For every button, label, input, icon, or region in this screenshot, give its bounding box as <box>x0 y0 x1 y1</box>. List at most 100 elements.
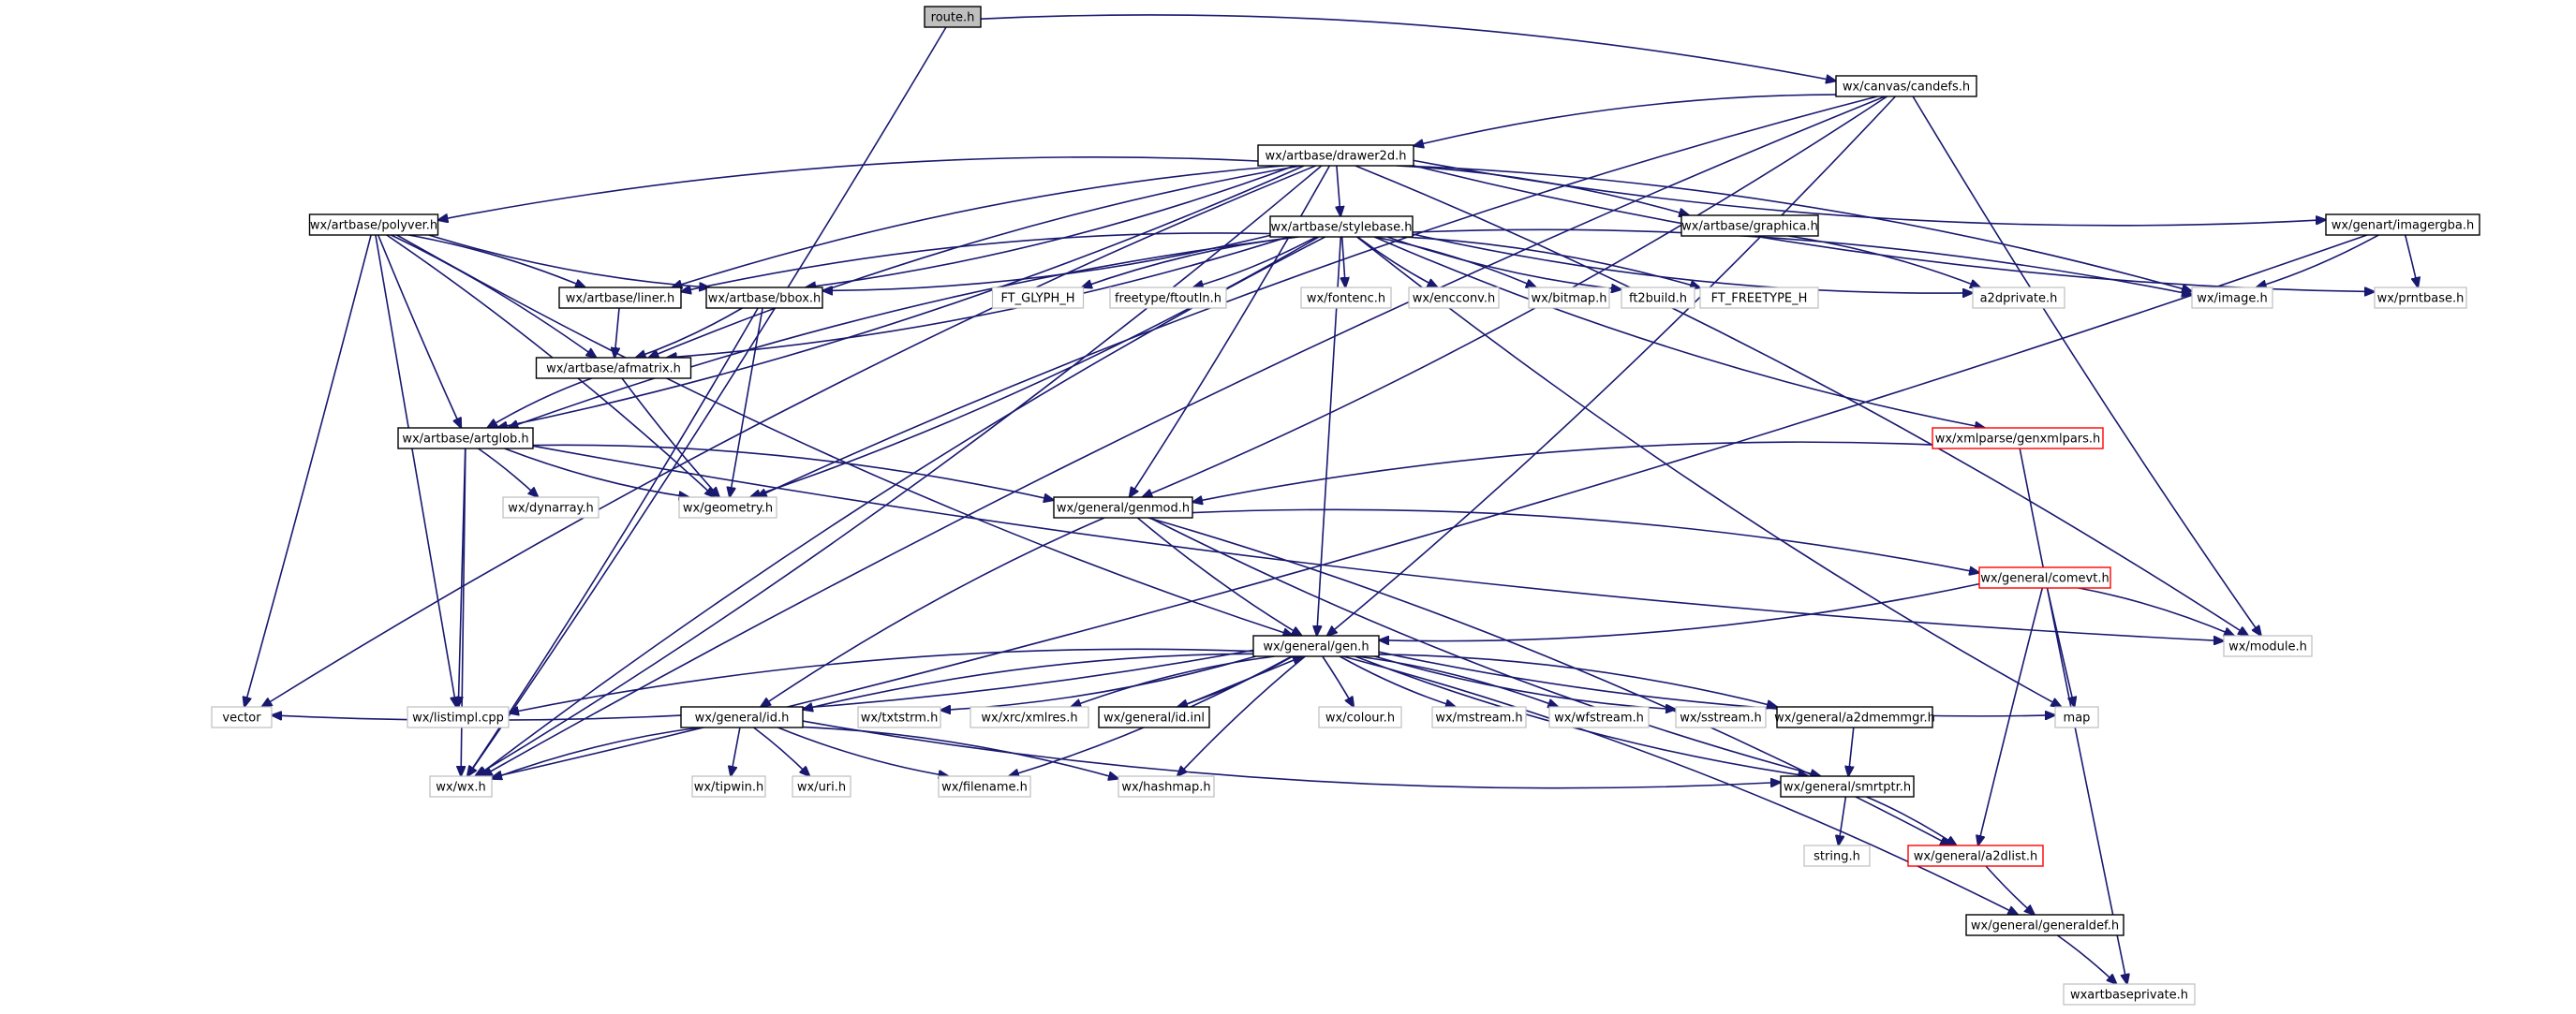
edge-drawer2d-to-vector <box>261 165 1316 707</box>
edge-afmatrix-to-geometry <box>621 377 719 497</box>
node-label: wx/txtstrm.h <box>861 712 939 726</box>
edge-polyver-to-afmatrix <box>391 234 596 358</box>
node-gen-h[interactable]: wx/general/gen.h <box>1252 635 1380 657</box>
node-map[interactable]: map <box>2054 706 2099 728</box>
node-box <box>1408 287 1500 309</box>
node-ftoutln[interactable]: freetype/ftoutln.h <box>1109 287 1227 309</box>
node-wfstream[interactable]: wx/wfstream.h <box>1548 706 1650 728</box>
node-box <box>1098 706 1210 728</box>
edge-id_h-to-hashmap <box>802 726 1118 779</box>
node-box <box>938 775 1031 798</box>
node-generaldef[interactable]: wx/general/generaldef.h <box>1965 914 2124 936</box>
edge-stylebase-to-map <box>1356 236 2062 707</box>
node-genmod[interactable]: wx/general/genmod.h <box>1053 496 1193 519</box>
edge-genmod-to-id_h <box>761 517 1105 707</box>
node-box <box>1300 287 1392 309</box>
node-box <box>857 706 941 728</box>
node-vector[interactable]: vector <box>211 706 273 728</box>
node-fontenc[interactable]: wx/fontenc.h <box>1300 287 1392 309</box>
node-filename[interactable]: wx/filename.h <box>938 775 1031 798</box>
node-box <box>2374 287 2467 309</box>
node-module-h[interactable]: wx/module.h <box>2223 635 2313 657</box>
node-drawer2d[interactable]: wx/artbase/drawer2d.h <box>1257 144 1414 167</box>
node-encconv[interactable]: wx/encconv.h <box>1408 287 1500 309</box>
node-listimpl[interactable]: wx/listimpl.cpp <box>407 706 510 728</box>
node-box <box>1835 75 1977 97</box>
node-artbaseprivate[interactable]: wxartbaseprivate.h <box>2063 983 2196 1006</box>
node-colour[interactable]: wx/colour.h <box>1318 706 1402 728</box>
node-label: wx/canvas/candefs.h <box>1843 81 1970 95</box>
node-box <box>970 706 1089 728</box>
node-sstream[interactable]: wx/sstream.h <box>1675 706 1767 728</box>
edge-bbox-to-geometry <box>730 307 763 497</box>
edge-drawer2d-to-liner <box>672 165 1284 287</box>
edge-stylebase-to-fontenc <box>1342 236 1346 287</box>
node-graphica[interactable]: wx/artbase/graphica.h <box>1680 214 1819 237</box>
node-comevt[interactable]: wx/general/comevt.h <box>1978 566 2111 589</box>
node-box <box>407 706 510 728</box>
edge-artglob-to-wx_h <box>461 448 466 776</box>
node-smrtptr[interactable]: wx/general/smrtptr.h <box>1780 775 1915 798</box>
edge-gen_h-to-wfstream <box>1356 655 1559 707</box>
node-image-h[interactable]: wx/image.h <box>2191 287 2273 309</box>
node-xmlres[interactable]: wx/xrc/xmlres.h <box>970 706 1089 728</box>
node-box <box>678 496 777 519</box>
node-ft2build[interactable]: ft2build.h <box>1621 287 1695 309</box>
edge-drawer2d-to-polyver <box>438 156 1259 220</box>
node-liner[interactable]: wx/artbase/liner.h <box>558 287 682 309</box>
node-label: wx/sstream.h <box>1680 712 1761 726</box>
node-genxmlpars[interactable]: wx/xmlparse/genxmlpars.h <box>1932 427 2104 449</box>
node-stylebase[interactable]: wx/artbase/stylebase.h <box>1269 215 1414 238</box>
node-txtstrm[interactable]: wx/txtstrm.h <box>857 706 941 728</box>
node-label: wx/general/genmod.h <box>1057 502 1190 516</box>
edge-drawer2d-to-afmatrix <box>648 165 1301 358</box>
node-mstream[interactable]: wx/mstream.h <box>1431 706 1527 728</box>
node-ft-glyph[interactable]: FT_GLYPH_H <box>991 287 1085 309</box>
node-box <box>1431 706 1527 728</box>
edge-drawer2d-to-image_h <box>1400 165 2192 291</box>
node-string-h[interactable]: string.h <box>1803 845 1871 867</box>
node-box <box>2063 983 2196 1006</box>
node-label: wx/fontenc.h <box>1307 292 1385 306</box>
node-a2dprivate[interactable]: a2dprivate.h <box>1972 287 2065 309</box>
node-box <box>535 357 692 379</box>
node-label: wx/artbase/drawer2d.h <box>1266 150 1407 164</box>
edge-polyver-to-vector <box>244 234 372 707</box>
node-a2dmemmgr[interactable]: wx/general/a2dmemmgr.h <box>1774 706 1935 728</box>
node-bitmap[interactable]: wx/bitmap.h <box>1528 287 1610 309</box>
node-id-h[interactable]: wx/general/id.h <box>680 706 804 728</box>
node-dynarray[interactable]: wx/dynarray.h <box>502 496 600 519</box>
node-afmatrix[interactable]: wx/artbase/afmatrix.h <box>535 357 692 379</box>
node-label: wx/image.h <box>2197 292 2268 306</box>
node-tipwin[interactable]: wx/tipwin.h <box>691 775 766 798</box>
edge-drawer2d-to-artglob <box>497 165 1305 428</box>
edge-generaldef-to-artbaseprivate <box>2056 934 2116 984</box>
node-route-h[interactable]: route.h <box>924 6 982 28</box>
node-a2dlist[interactable]: wx/general/a2dlist.h <box>1907 845 2044 867</box>
node-bbox[interactable]: wx/artbase/bbox.h <box>705 287 823 309</box>
node-label: wx/colour.h <box>1325 712 1395 726</box>
node-box <box>2191 287 2273 309</box>
node-wx-h[interactable]: wx/wx.h <box>429 775 493 798</box>
edge-gen_h-to-generaldef <box>1342 655 2019 915</box>
node-id-inl[interactable]: wx/general/id.inl <box>1098 706 1210 728</box>
node-prntbase[interactable]: wx/prntbase.h <box>2374 287 2467 309</box>
node-hashmap[interactable]: wx/hashmap.h <box>1118 775 1215 798</box>
node-geometry[interactable]: wx/geometry.h <box>678 496 777 519</box>
node-box <box>1965 914 2124 936</box>
edge-candefs-to-module_h <box>1912 96 2261 636</box>
node-artglob[interactable]: wx/artbase/artglob.h <box>397 427 534 449</box>
node-ft-freetype[interactable]: FT_FREETYPE_H <box>1699 287 1819 309</box>
node-label: wx/artbase/stylebase.h <box>1270 221 1412 235</box>
node-label: wx/xrc/xmlres.h <box>981 712 1077 726</box>
node-candefs[interactable]: wx/canvas/candefs.h <box>1835 75 1977 97</box>
node-polyver[interactable]: wx/artbase/polyver.h <box>308 213 439 236</box>
edge-gen_h-to-mstream <box>1339 655 1456 707</box>
node-uri[interactable]: wx/uri.h <box>792 775 851 798</box>
node-box <box>2325 213 2480 236</box>
node-imagergba[interactable]: wx/genart/imagergba.h <box>2325 213 2480 236</box>
node-label: wx/xmlparse/genxmlpars.h <box>1935 433 2101 447</box>
edge-drawer2d-to-wx_h <box>475 165 1323 776</box>
edge-id_h-to-tipwin <box>731 727 741 776</box>
edge-candefs-to-wx_h <box>482 96 1886 776</box>
